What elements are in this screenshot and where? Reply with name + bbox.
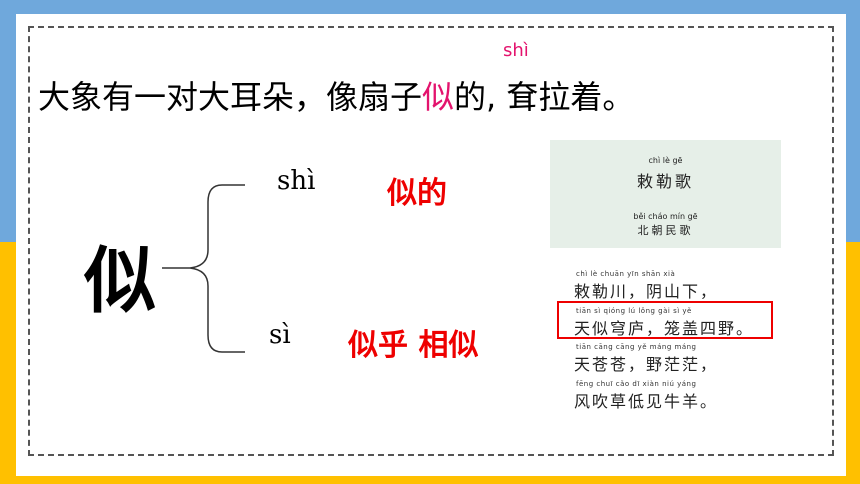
reading-words-2: 似乎 相似 — [348, 328, 479, 363]
poem-author-pinyin: běi cháo mín gē — [633, 212, 698, 221]
focus-character: 似 — [84, 238, 157, 323]
poem-line: 天苍苍，野茫茫， — [574, 355, 719, 374]
highlight-box — [557, 301, 773, 339]
poem-line-pinyin: tiān cāng cāng yě máng máng — [576, 343, 697, 351]
poem-author: 北朝民歌 — [637, 224, 694, 237]
poem-title: 敕勒歌 — [636, 172, 694, 191]
poem-line-pinyin: fēng chuī cǎo dī xiàn niú yáng — [576, 380, 697, 388]
curly-brace — [162, 184, 245, 353]
poem-line: 风吹草低见牛羊。 — [574, 392, 719, 411]
sentence-after: 的, 耷拉着。 — [454, 78, 635, 116]
dashed-frame — [28, 26, 834, 456]
poem-line: 敕勒川，阴山下， — [574, 282, 719, 301]
poem-line: 天似穹庐，笼盖四野。 — [574, 319, 755, 338]
poem-line-pinyin: chì lè chuān yīn shān xià — [576, 270, 676, 278]
reading-words-1: 似的 — [387, 176, 447, 211]
reading-pinyin-2: sì — [269, 320, 291, 350]
sentence-before: 大象有一对大耳朵，像扇子 — [38, 78, 423, 116]
poem-line-pinyin: tiān sì qióng lú lǒng gài sì yě — [576, 307, 692, 315]
poem-header: chì lè gē 敕勒歌 běi cháo mín gē 北朝民歌 — [550, 140, 781, 248]
reading-pinyin-1: shì — [277, 166, 316, 196]
poem-title-pinyin: chì lè gē — [648, 156, 683, 165]
sentence-highlight-char: 似 — [422, 78, 455, 116]
example-sentence: 大象有一对大耳朵，像扇子似的, 耷拉着。 — [38, 72, 634, 118]
highlight-pinyin: shì — [503, 40, 529, 61]
poem-body: chì lè chuān yīn shān xià 敕勒川，阴山下， tiān … — [550, 262, 781, 422]
